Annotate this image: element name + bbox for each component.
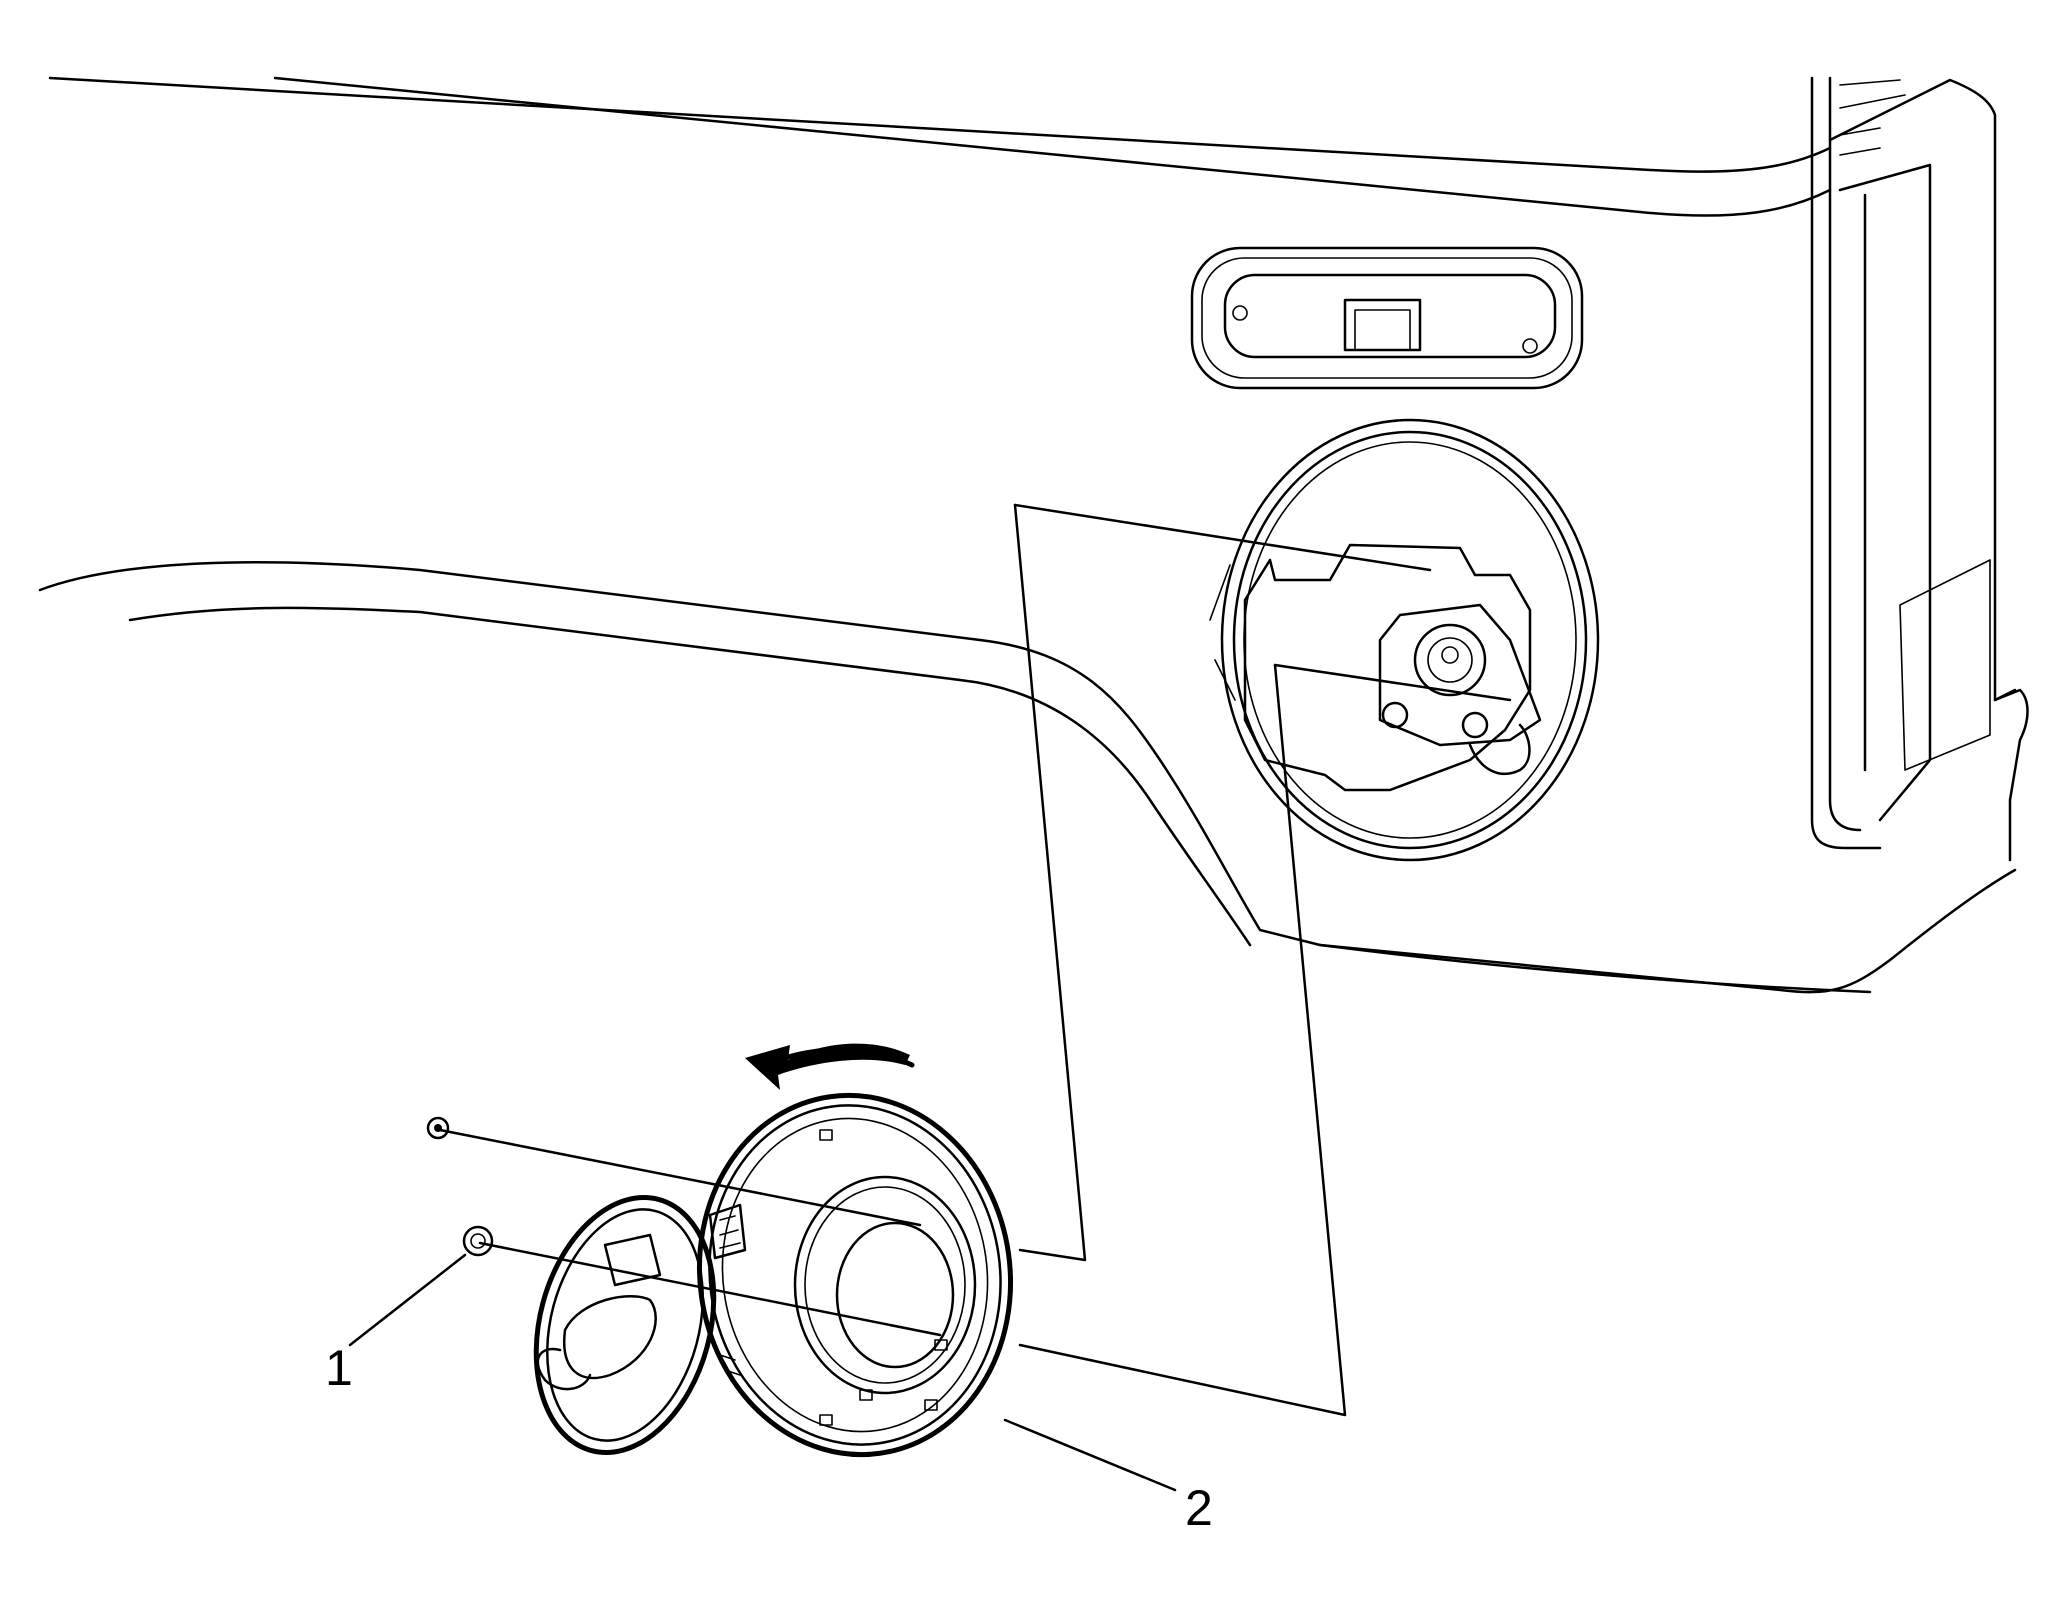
rotation-arrow xyxy=(745,1043,915,1090)
callout-2-label: 2 xyxy=(1185,1480,1213,1536)
fuel-door-assembly xyxy=(533,1092,1014,1458)
side-marker-lamp xyxy=(1190,246,1584,390)
body-side-panel xyxy=(38,76,2029,994)
nut-lower xyxy=(462,1225,494,1257)
fuel-filler-pocket-housing xyxy=(1209,418,1600,862)
fastener-nuts xyxy=(426,1116,494,1257)
callout-2: 2 xyxy=(1003,1418,1213,1536)
nut-upper xyxy=(426,1116,450,1140)
callout-1: 1 xyxy=(325,1253,467,1396)
assembly-leader-lines xyxy=(438,503,1512,1417)
callout-1-label: 1 xyxy=(325,1340,353,1396)
